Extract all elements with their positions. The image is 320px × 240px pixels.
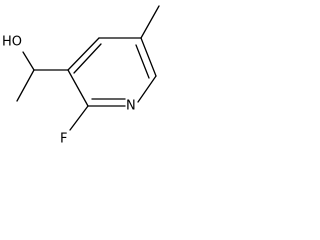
nitrogen-label: N (126, 99, 136, 114)
ring-bond-c6-n (137, 75, 157, 103)
ring-bond-c3-c4 (67, 37, 100, 71)
ring-bond-c4-c4-inner (73, 43, 102, 74)
molecule-structure-diagram: HO N F (2, 5, 160, 147)
ring-bond-c5-c6-inner (135, 44, 150, 79)
fluorine-label: F (60, 132, 67, 147)
bond-c2-fluorine (69, 105, 89, 131)
bond-carbinol-methyl (16, 69, 35, 102)
ring-bond-c5-c6 (140, 37, 157, 77)
ring-bond-c2-c3 (67, 69, 89, 107)
bond-c5-methyl (140, 5, 160, 39)
bond-carbinol-oxygen (22, 51, 35, 71)
hydroxyl-label: HO (2, 35, 22, 50)
